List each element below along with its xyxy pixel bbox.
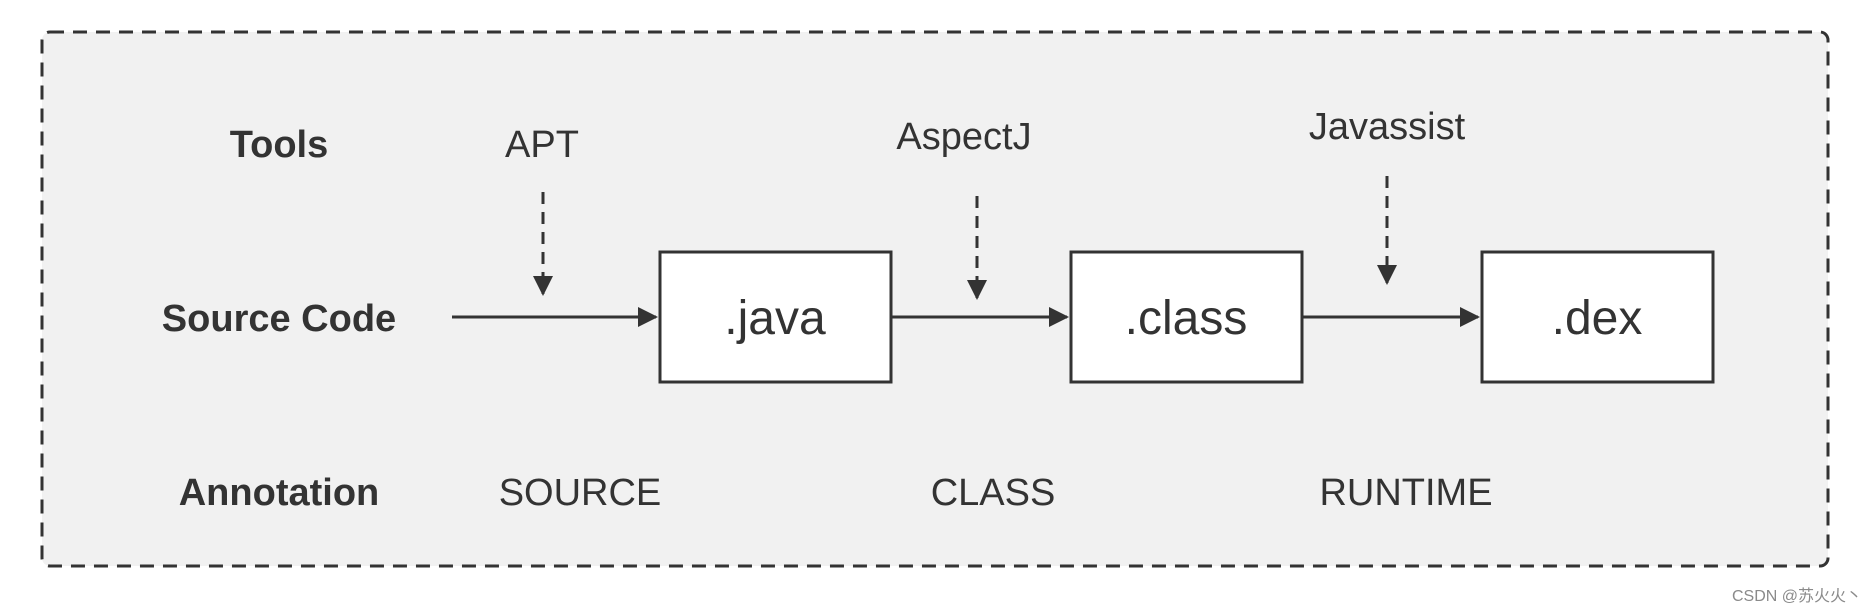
- class-box: .class: [1069, 250, 1304, 384]
- dashed-panel: [40, 30, 1830, 568]
- annotation-class-label: CLASS: [931, 472, 1056, 514]
- java-box-label: .java: [724, 292, 826, 345]
- dex-box-rect: [1480, 250, 1715, 384]
- java-box: .java: [658, 250, 893, 384]
- class-box-label: .class: [1125, 292, 1248, 345]
- annotation-runtime-label: RUNTIME: [1319, 472, 1492, 514]
- dex-box-label: .dex: [1552, 292, 1643, 345]
- tool-aspectj-label: AspectJ: [896, 116, 1031, 158]
- annotation-source-label: SOURCE: [499, 472, 662, 514]
- csdn-watermark: CSDN @苏火火丶: [1732, 587, 1862, 605]
- source-code-row-label: Source Code: [162, 298, 396, 340]
- tools-row-label: Tools: [230, 124, 329, 166]
- tool-javassist-label: Javassist: [1309, 106, 1466, 148]
- annotation-row-label: Annotation: [179, 472, 380, 514]
- dex-box: .dex: [1480, 250, 1715, 384]
- class-box-rect: [1069, 250, 1304, 384]
- tool-apt-label: APT: [505, 124, 579, 166]
- java-box-rect: [658, 250, 893, 384]
